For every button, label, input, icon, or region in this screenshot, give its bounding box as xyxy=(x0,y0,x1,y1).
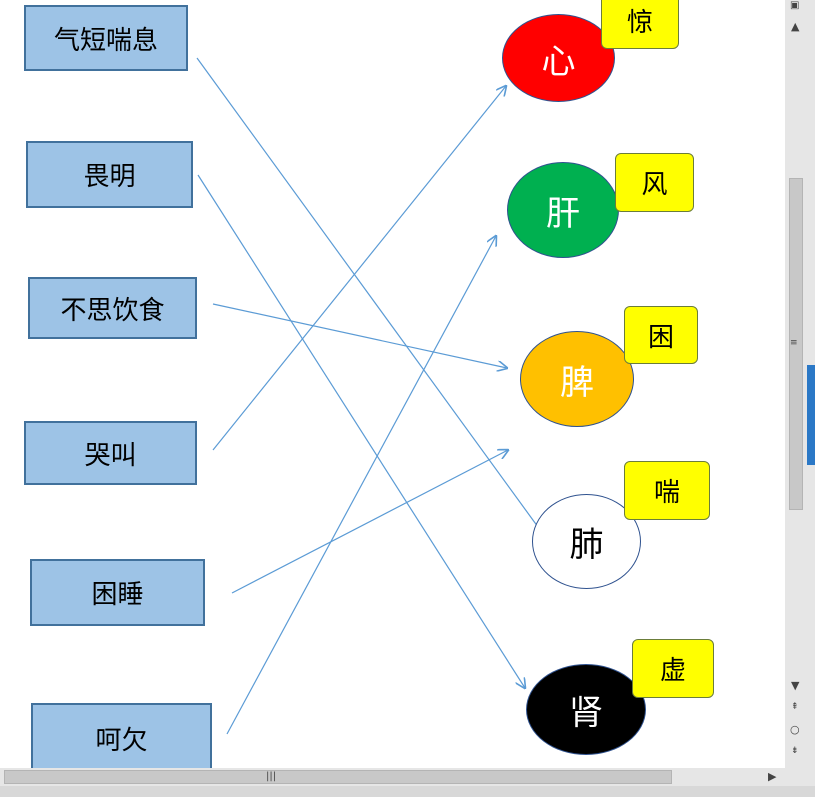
arrow-kunshui-to-pi xyxy=(231,450,508,594)
status-bar xyxy=(0,786,815,797)
horizontal-scroll-thumb[interactable] xyxy=(4,770,672,784)
symptom-box-busi: 不思饮食 xyxy=(28,277,197,339)
scroll-down-arrow-icon[interactable]: ▼ xyxy=(791,679,800,692)
symptom-box-weiming: 畏明 xyxy=(26,141,193,208)
organ-lung: 肺 xyxy=(532,494,641,589)
grip-lines-icon: ||| xyxy=(266,771,277,782)
vertical-scroll-thumb[interactable] xyxy=(789,178,803,510)
next-page-icon[interactable]: ⇟ xyxy=(791,746,799,756)
organ-kidney: 肾 xyxy=(526,664,646,755)
arrows-layer xyxy=(196,57,785,735)
scroll-thumb-grip-icon: ≡ xyxy=(790,338,798,348)
tag-kun: 困 xyxy=(624,306,698,364)
arrow-kujiao-to-xin xyxy=(212,86,506,451)
symptom-box-kunshui: 困睡 xyxy=(30,559,205,626)
tag-jing: 惊 xyxy=(601,0,679,49)
organ-spleen: 脾 xyxy=(520,331,634,427)
select-browse-object-icon[interactable]: ○ xyxy=(790,723,800,736)
tag-chuan: 喘 xyxy=(624,461,710,520)
previous-page-icon[interactable]: ⇞ xyxy=(791,702,799,712)
organ-heart: 心 xyxy=(502,14,615,102)
tag-xu: 虚 xyxy=(632,639,714,698)
ruler-toggle-icon[interactable]: ▣ xyxy=(790,0,800,11)
symptom-box-kujiao: 哭叫 xyxy=(24,421,197,485)
diagram-canvas: 气短喘息 畏明 不思饮食 哭叫 困睡 呵欠 心 肝 脾 肺 肾 惊 风 困 喘 … xyxy=(24,0,785,768)
symptom-box-hoqian: 呵欠 xyxy=(31,703,212,768)
symptom-box-qiduan: 气短喘息 xyxy=(24,5,188,71)
organ-liver: 肝 xyxy=(507,162,619,258)
arrow-busi-to-pi xyxy=(212,303,507,368)
scroll-right-arrow-icon[interactable]: ▶ xyxy=(768,770,777,783)
arrow-hoqian-to-gan xyxy=(226,236,496,735)
arrow-weiming-to-shen xyxy=(197,174,525,688)
scrollbar-corner xyxy=(785,768,815,786)
scroll-up-arrow-icon[interactable]: ▲ xyxy=(791,20,800,33)
tag-feng: 风 xyxy=(615,153,694,212)
arrow-qiduan-to-fei xyxy=(196,57,546,538)
side-panel-tab[interactable] xyxy=(807,365,815,465)
